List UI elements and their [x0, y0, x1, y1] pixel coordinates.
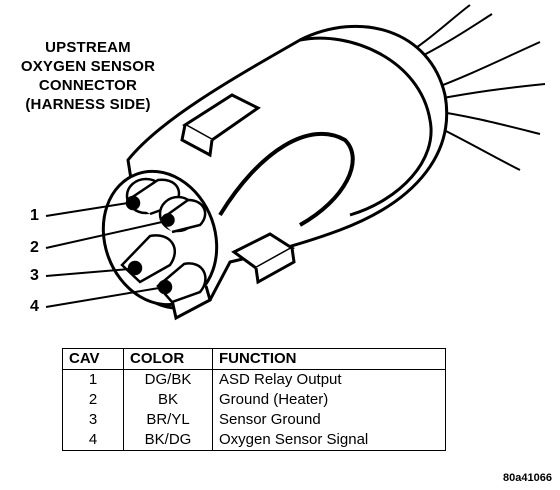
pinout-table: CAV COLOR FUNCTION 1 DG/BK ASD Relay Out…	[62, 348, 446, 451]
pin-leader-lines	[45, 202, 163, 308]
cell-color: BR/YL	[123, 410, 213, 430]
cell-cav: 2	[62, 390, 124, 410]
figure-code: 80a41066	[503, 472, 552, 484]
table-row: 2 BK Ground (Heater)	[62, 390, 446, 410]
cell-cav: 4	[62, 430, 124, 451]
cell-function: Oxygen Sensor Signal	[212, 430, 446, 451]
cell-cav: 1	[62, 369, 124, 390]
pin-4	[156, 262, 207, 304]
title-line: (HARNESS SIDE)	[25, 96, 151, 113]
pin-label-2: 2	[30, 239, 39, 256]
cell-function: ASD Relay Output	[212, 369, 446, 390]
cell-color: BK	[123, 390, 213, 410]
connector-body	[101, 24, 449, 321]
table-row: 4 BK/DG Oxygen Sensor Signal	[62, 430, 446, 451]
header-function: FUNCTION	[212, 348, 446, 370]
connector-pins	[120, 177, 207, 304]
title-line: UPSTREAM	[45, 39, 131, 56]
cell-function: Ground (Heater)	[212, 390, 446, 410]
cell-function: Sensor Ground	[212, 410, 446, 430]
table-row: 1 DG/BK ASD Relay Output	[62, 369, 446, 390]
title-line: OXYGEN SENSOR	[20, 58, 156, 75]
pin-2	[158, 195, 207, 234]
diagram-title: UPSTREAM OXYGEN SENSOR CONNECTOR (HARNES…	[0, 38, 176, 114]
table-header-row: CAV COLOR FUNCTION	[62, 348, 446, 370]
pin-label-3: 3	[30, 267, 39, 284]
header-cav: CAV	[62, 348, 124, 370]
header-color: COLOR	[123, 348, 213, 370]
pin-label-4: 4	[30, 298, 39, 315]
cell-color: BK/DG	[123, 430, 213, 451]
cell-color: DG/BK	[123, 369, 213, 390]
table-row: 3 BR/YL Sensor Ground	[62, 410, 446, 430]
cell-cav: 3	[62, 410, 124, 430]
pin-label-1: 1	[30, 207, 39, 224]
title-line: CONNECTOR	[38, 77, 138, 94]
pin-3	[120, 234, 176, 284]
